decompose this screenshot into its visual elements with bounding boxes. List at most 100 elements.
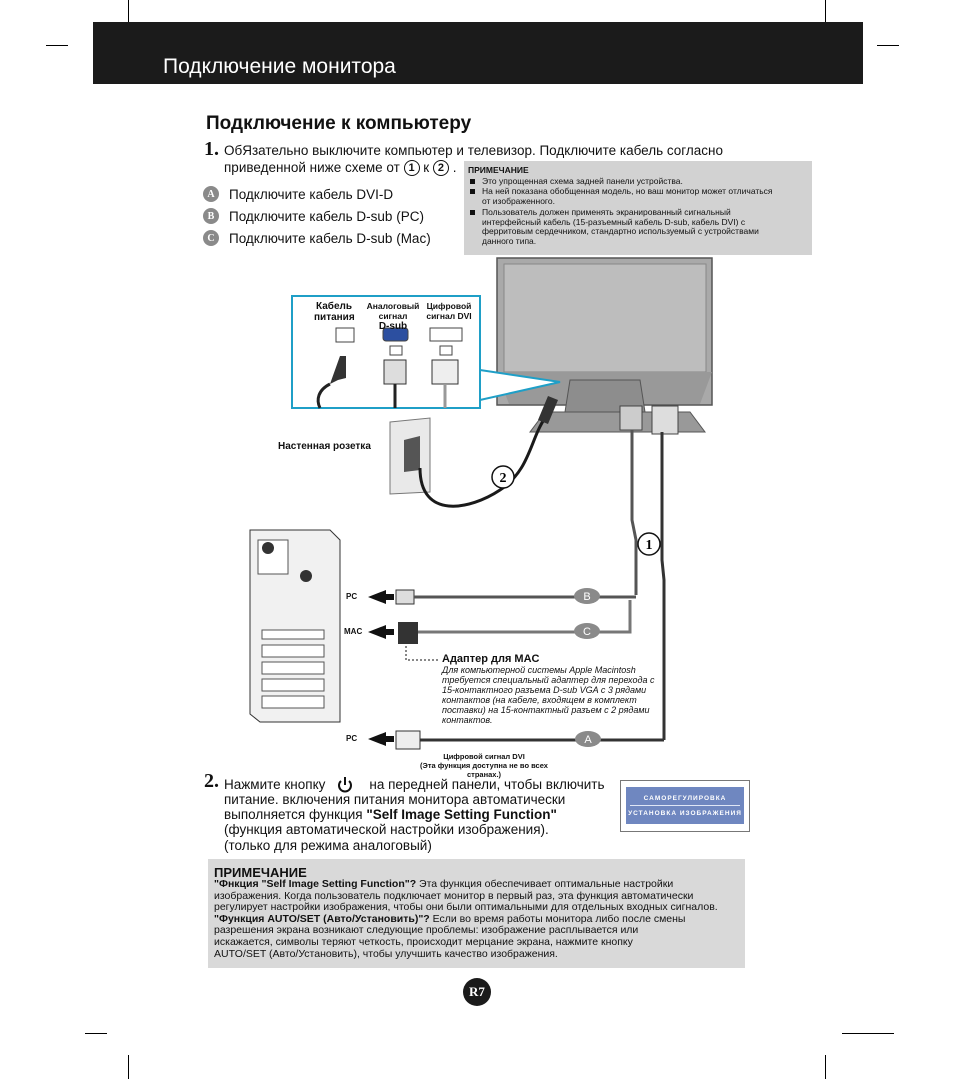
mac-adapter-desc: Для компьютерной системы Apple Macintosh… (442, 665, 654, 725)
mac-adapter-l6: контактов. (442, 715, 493, 725)
note-top-item-3-l1: Пользователь должен применять экранирова… (482, 207, 731, 217)
note-top-title: ПРИМЕЧАНИЕ (468, 165, 529, 175)
bullet-icon (470, 179, 475, 184)
step-1-line-1: ОбЯзательно выключите компьютер и телеви… (224, 143, 724, 158)
pc-label-1: PC (346, 592, 358, 601)
step-2-line-3-before: выполняется функция (224, 807, 363, 822)
step-marker-1-icon: 1 (637, 532, 661, 556)
step-1-line-2-end: . (452, 160, 457, 175)
mac-label: MAC (344, 627, 363, 636)
analog-label-l1: Аналоговый сигнал (366, 301, 420, 321)
note-top-item: Это упрощенная схема задней панели устро… (468, 176, 808, 187)
svg-text:B: B (583, 591, 590, 603)
step-marker-2-icon: 2 (491, 465, 515, 489)
option-a: A Подключите кабель DVI-D (203, 186, 393, 202)
step-1-connector: к (423, 160, 430, 175)
badge-a-icon: A (575, 731, 601, 747)
step-2-line-1: Нажмите кнопку на передней панели, чтобы… (224, 776, 605, 794)
mac-adapter-l1: Для компьютерной системы Apple Macintosh (442, 665, 636, 675)
step-2-line-1-before: Нажмите кнопку (224, 777, 326, 792)
power-cable (418, 417, 547, 508)
svg-text:2: 2 (500, 471, 507, 486)
note-top-item: На ней показана обобщенная модель, но ва… (468, 186, 808, 206)
svg-text:C: C (583, 626, 591, 638)
mac-adapter-icon (398, 622, 418, 644)
digital-label-l2: сигнал DVI (426, 311, 472, 321)
note-bottom-l7: AUTO/SET (Авто/Установить), чтобы улучши… (214, 947, 558, 960)
dsub-cable (630, 430, 638, 595)
crop-mark (825, 1055, 826, 1079)
dvi-plug-pc-icon (395, 730, 421, 750)
step-mark-2-icon: 2 (432, 160, 449, 177)
note-top-item-3-l2: интерфейсный кабель (15-разъемный кабель… (482, 216, 746, 227)
arrow-pc-1-icon (368, 590, 394, 604)
cable-c (418, 600, 632, 634)
badge-b-icon: B (574, 588, 600, 604)
note-top-item-3-l3: ферритовым сердечником, стандартно испол… (482, 226, 759, 236)
osd-screenshot: САМОРЕГУЛИРОВКА УСТАНОВКА ИЗОБРАЖЕНИЯ (620, 780, 750, 832)
badge-c-icon: C (574, 623, 600, 639)
option-a-label: Подключите кабель DVI-D (229, 186, 394, 202)
note-bottom-l3: регулирует настройки изображения, чтобы … (214, 901, 718, 914)
osd-panel: САМОРЕГУЛИРОВКА УСТАНОВКА ИЗОБРАЖЕНИЯ (626, 787, 744, 824)
wall-outlet-label: Настенная розетка (278, 441, 371, 452)
pc-label-2: PC (346, 734, 358, 743)
crop-mark (842, 1033, 894, 1034)
arrow-pc-2-icon (368, 732, 394, 746)
step-1-line-2-text: приведенной ниже схеме от (224, 160, 400, 175)
step-2-line-5: (только для режима аналоговый) (224, 838, 432, 853)
crop-mark (877, 45, 899, 46)
mac-adapter-l5: поставки) на 15-контактный разъем с 2 ря… (442, 705, 650, 715)
option-c: C Подключите кабель D-sub (Mac) (203, 230, 431, 246)
step-2-line-2: питание. включения питания монитора авто… (224, 792, 566, 807)
osd-line-1: САМОРЕГУЛИРОВКА (643, 795, 727, 802)
note-bottom-l6: искажается, символы теряют четкость, про… (214, 935, 633, 948)
step-2-function-name: "Self Image Setting Function" (366, 807, 557, 822)
osd-divider (630, 805, 740, 806)
note-top-item-3-l4: данного типа. (482, 235, 537, 246)
svg-text:1: 1 (646, 538, 653, 553)
step-mark-1-icon: 1 (403, 160, 420, 177)
power-plug-icon (538, 396, 558, 424)
power-cable-label-l2: питания (314, 312, 355, 323)
option-b-label: Подключите кабель D-sub (PC) (229, 208, 424, 224)
mac-adapter-title: Адаптер для MAC (442, 653, 540, 665)
badge-a-icon: A (203, 186, 219, 202)
page-title: Подключение монитора (163, 55, 396, 78)
step-2-line-1-after: на передней панели, чтобы включить (369, 777, 605, 792)
note-bottom-l4-bold: "Функция AUTO/SET (Авто/Установить)"? (214, 912, 430, 925)
bullet-icon (470, 189, 475, 194)
monitor-back-icon (496, 257, 713, 435)
dvi-note: Цифровой сигнал DVI (Эта функция доступн… (404, 752, 564, 779)
page-number: R7 (463, 978, 491, 1006)
note-bottom-l1-bold: "Фнкция "Self Image Setting Function"? (214, 878, 417, 890)
digital-label-l1: Цифровой (426, 301, 472, 311)
note-top-item-2-l2: от изображенного. (482, 195, 555, 206)
dsub-plug-pc-icon (395, 589, 415, 605)
note-bottom-l4: Если во время работы монитора либо после… (429, 912, 686, 925)
note-bottom-l5: разрешения экрана возникают следующие пр… (214, 924, 639, 937)
option-c-label: Подключите кабель D-sub (Mac) (229, 230, 431, 246)
osd-line-2: УСТАНОВКА ИЗОБРАЖЕНИЯ (628, 810, 742, 817)
crop-mark (825, 0, 826, 22)
svg-text:A: A (584, 734, 592, 746)
mac-adapter-l3: 15-контактного разъема D-sub VGA с 3 ряд… (442, 685, 647, 695)
crop-mark (85, 1033, 107, 1034)
note-top-item-2-l1: На ней показана обобщенная модель, но ва… (482, 186, 773, 196)
note-bottom-l2: изображения. Когда пользователь подключа… (214, 889, 694, 902)
crop-mark (128, 1055, 129, 1079)
note-bottom-l1: Эта функция обеспечивает оптимальные нас… (416, 878, 674, 890)
mac-adapter-l2: требуется специальный адаптер для перехо… (442, 675, 655, 685)
badge-c-icon: C (203, 230, 219, 246)
note-top-item: Пользователь должен применять экранирова… (468, 207, 808, 246)
arrow-mac-icon (368, 625, 394, 639)
power-cable-label-l1: Кабель (315, 301, 353, 312)
pc-tower-icon (249, 529, 341, 723)
dvi-note-l1: Цифровой сигнал DVI (443, 752, 525, 761)
step-1-line-2: приведенной ниже схеме от 1 к 2 . (224, 160, 457, 177)
crop-mark (46, 45, 68, 46)
step-2-line-3: выполняется функция "Self Image Setting … (224, 807, 557, 823)
step-2-number: 2. (204, 770, 219, 792)
note-top-item-1: Это упрощенная схема задней панели устро… (482, 176, 683, 186)
step-2-line-4: (функция автоматической настройки изобра… (224, 822, 549, 837)
